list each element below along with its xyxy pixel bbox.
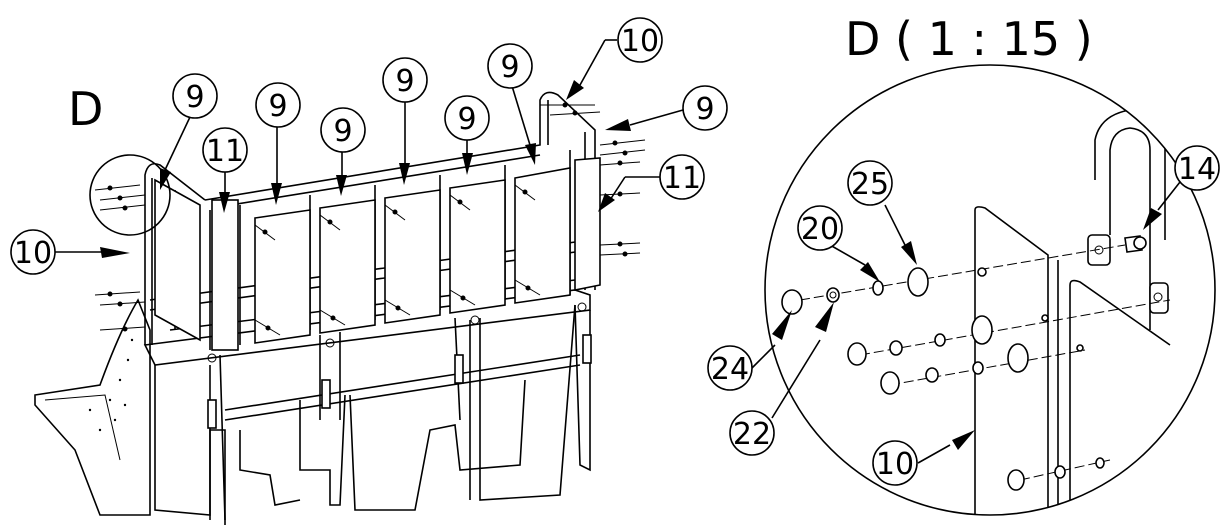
callout-10-left: 10 (10, 229, 56, 275)
svg-text:11: 11 (663, 161, 701, 196)
svg-text:9: 9 (500, 50, 519, 85)
callout-10-top: 10 (617, 17, 663, 63)
detail-callouts: 25 20 14 24 22 10 (707, 145, 1220, 486)
svg-text:25: 25 (851, 167, 889, 202)
svg-text:10: 10 (621, 24, 659, 59)
svg-text:10: 10 (14, 236, 52, 271)
detail-marker-circle (89, 154, 171, 236)
main-leaders (55, 39, 684, 258)
svg-text:9: 9 (268, 89, 287, 124)
callout-9: 9 (487, 43, 533, 89)
callout-24: 24 (707, 345, 753, 391)
callout-9: 9 (255, 82, 301, 128)
callout-9: 9 (320, 107, 366, 153)
callout-9: 9 (444, 95, 490, 141)
callout-14: 14 (1174, 145, 1220, 191)
svg-text:9: 9 (333, 114, 352, 149)
callout-22: 22 (729, 410, 775, 456)
callout-11-right: 11 (659, 154, 705, 200)
callout-9-right: 9 (682, 85, 728, 131)
svg-text:11: 11 (206, 134, 244, 169)
callout-10-detail: 10 (872, 440, 918, 486)
detail-view: D ( 1 : 15 ) (707, 12, 1220, 516)
main-assembly-view: D (10, 17, 728, 525)
detail-circle (764, 64, 1216, 516)
svg-text:9: 9 (457, 102, 476, 137)
base-frame (143, 289, 592, 525)
bolts (94, 102, 646, 336)
svg-text:10: 10 (876, 447, 914, 482)
detail-leaders (751, 181, 1181, 464)
callout-25: 25 (847, 160, 893, 206)
main-callouts: 10 9 11 9 9 9 (10, 17, 728, 275)
svg-text:14: 14 (1178, 152, 1216, 187)
callout-9: 9 (382, 57, 428, 103)
svg-text:20: 20 (801, 212, 839, 247)
detail-title: D ( 1 : 15 ) (845, 12, 1093, 66)
svg-text:22: 22 (733, 417, 771, 452)
svg-text:9: 9 (395, 64, 414, 99)
panels (154, 157, 601, 344)
callout-20: 20 (797, 205, 843, 251)
callout-11: 11 (202, 127, 248, 173)
svg-text:24: 24 (711, 352, 749, 387)
view-label: D (68, 82, 103, 136)
ramp (34, 298, 151, 516)
callout-9: 9 (172, 73, 218, 119)
svg-text:9: 9 (695, 92, 714, 127)
svg-text:9: 9 (185, 80, 204, 115)
